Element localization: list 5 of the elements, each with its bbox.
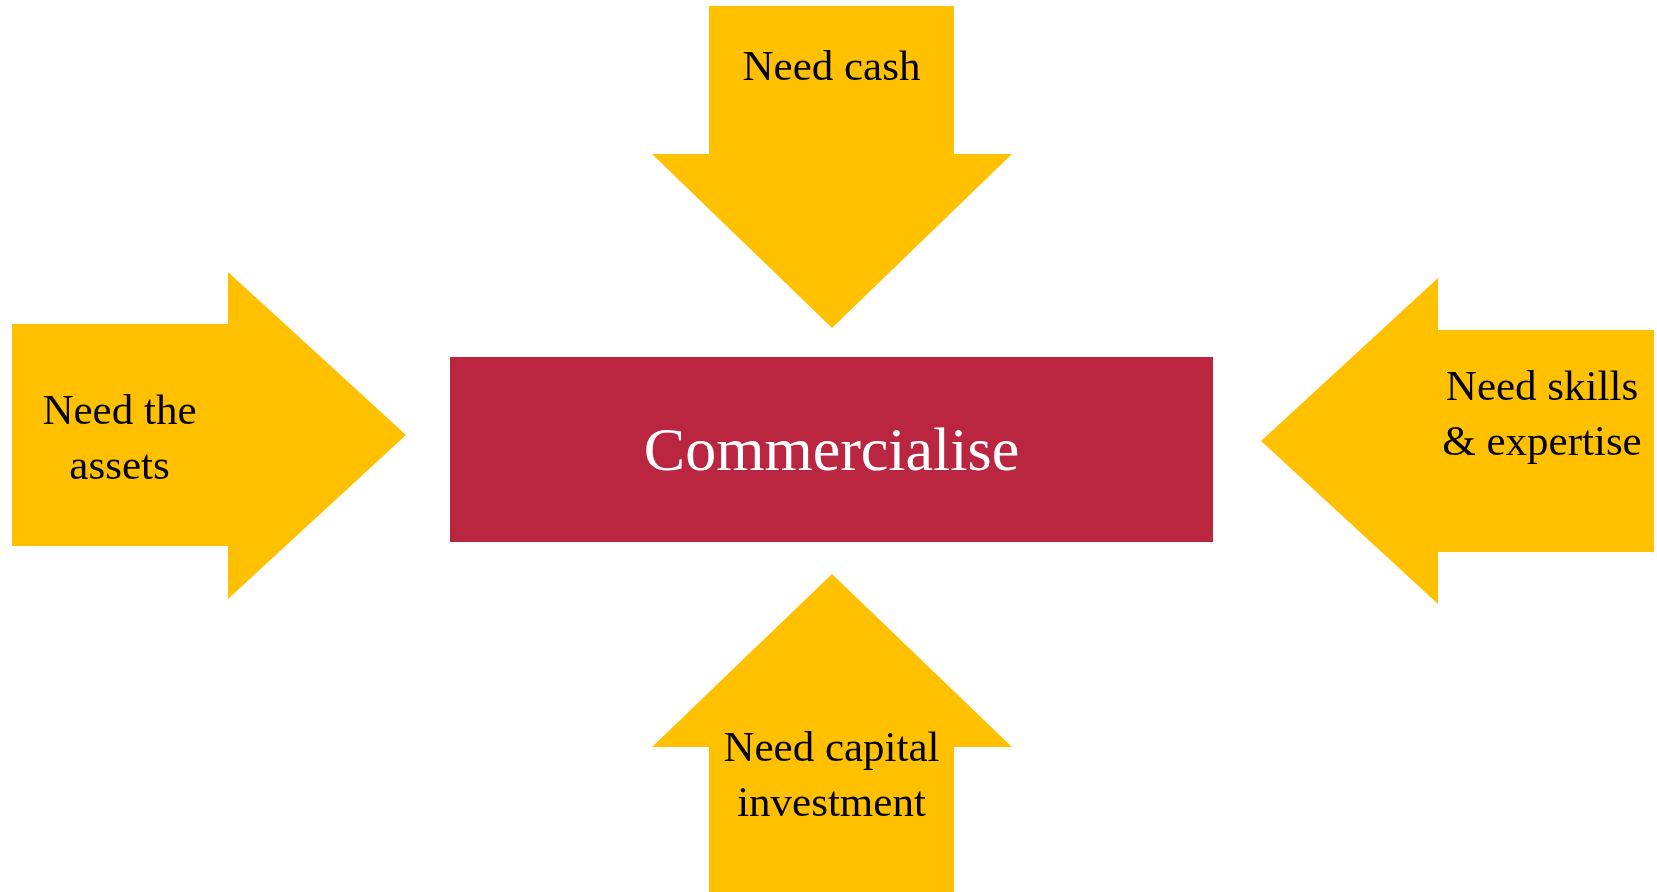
arrow-label: Need capital investment [722,722,941,827]
arrow-label: Need the assets [41,385,198,490]
process-box: Commercialise [450,357,1213,542]
arrow-label: Need cash [741,41,922,91]
arrow-label: Need skills & expertise [1441,361,1643,466]
